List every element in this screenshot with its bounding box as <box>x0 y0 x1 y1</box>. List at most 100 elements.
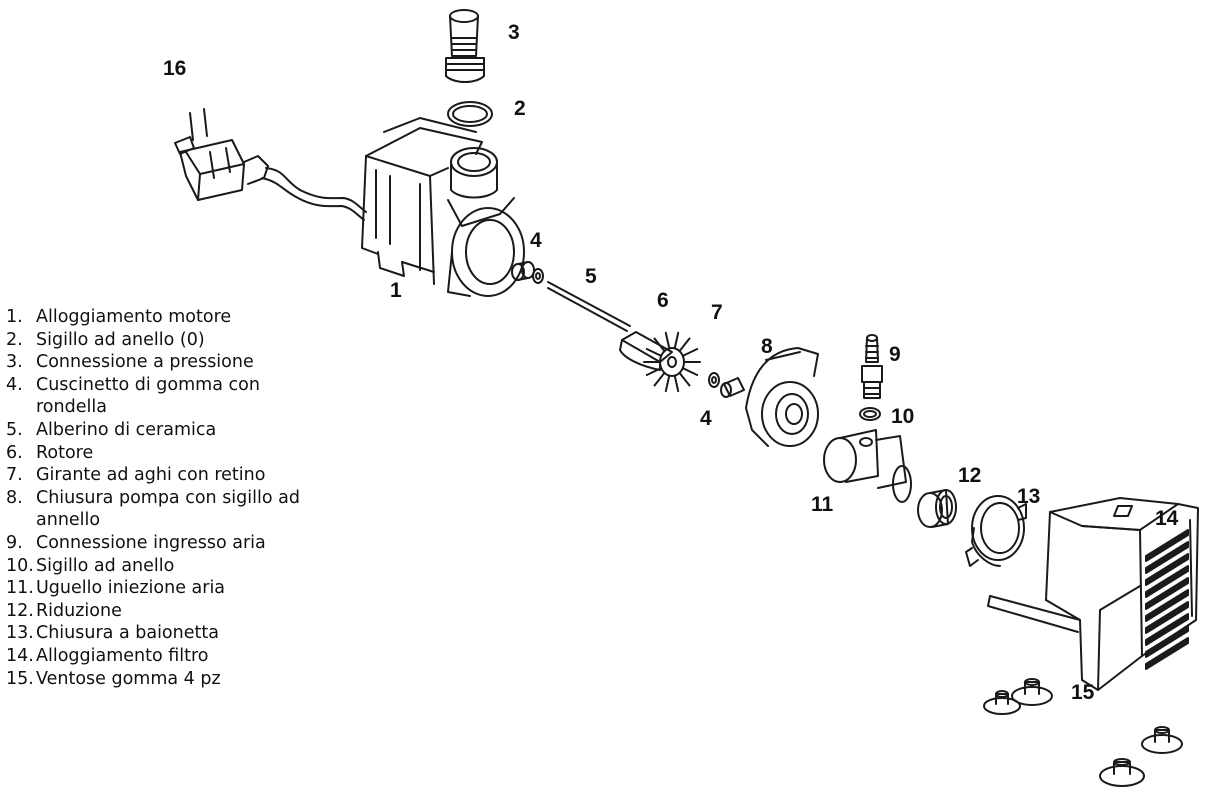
legend-item: 10.Sigillo ad anello <box>6 555 300 578</box>
filter-slot <box>1145 565 1189 598</box>
legend-text: Alloggiamento filtro <box>36 645 209 668</box>
o-ring-drawing <box>447 101 493 127</box>
impeller-blade <box>645 348 663 357</box>
legend-number: 13. <box>6 623 34 644</box>
impeller-blade <box>678 337 691 353</box>
pressure-connection-drawing <box>445 9 485 83</box>
filter-slot <box>1145 553 1189 586</box>
callout-2: 2 <box>514 97 526 120</box>
legend-item: 7. Girante ad aghi con retino <box>6 464 300 487</box>
impeller-blade <box>653 371 666 387</box>
impeller-blade <box>673 374 680 393</box>
callout-9: 9 <box>889 343 901 366</box>
legend-line: Connessione a pressione <box>36 352 254 373</box>
legend-number: 8. <box>6 487 23 508</box>
callout-7: 7 <box>711 301 723 324</box>
impeller-blade <box>678 371 691 387</box>
impeller-blade <box>681 348 699 357</box>
callout-6: 6 <box>657 289 669 312</box>
ceramic-shaft-drawing <box>547 281 631 332</box>
callout-12: 12 <box>958 464 982 487</box>
legend-number: 12. <box>6 600 34 621</box>
filter-slot <box>1145 577 1189 610</box>
legend-item: 1. Alloggiamento motore <box>6 306 300 329</box>
legend-line: Chiusura a baionetta <box>36 623 219 644</box>
legend-text: Sigillo ad anello (0) <box>36 329 205 352</box>
suction-cups-drawing <box>983 678 1183 787</box>
filter-slot <box>1145 637 1189 670</box>
power-plug-drawing <box>174 108 367 221</box>
reduction-drawing <box>917 489 957 528</box>
filter-slot <box>1145 625 1189 658</box>
legend-line: Alloggiamento motore <box>36 307 232 327</box>
legend-number: 2. <box>6 329 23 350</box>
legend-number: 5. <box>6 419 23 440</box>
legend-number: 9. <box>6 532 23 553</box>
legend-line: rondella <box>36 397 107 418</box>
filter-slot <box>1145 529 1189 562</box>
filter-housing-drawing <box>987 497 1199 691</box>
callout-8: 8 <box>761 335 773 358</box>
pump-closure-drawing <box>745 347 819 447</box>
impeller-blade <box>664 374 671 393</box>
small-seal-drawing <box>859 407 881 421</box>
legend-item: 14.Alloggiamento filtro <box>6 645 300 668</box>
filter-slot <box>1145 613 1189 646</box>
air-inlet-connection-drawing <box>861 334 883 399</box>
legend-number: 15. <box>6 668 34 689</box>
legend-text: Chiusura a baionetta <box>36 622 219 645</box>
legend-line: annello <box>36 510 101 531</box>
legend-line: Sigillo ad anello <box>36 555 175 576</box>
callout-11: 11 <box>811 493 834 516</box>
legend-item: 5. Alberino di ceramica <box>6 419 300 442</box>
rubber-bearing-2-drawing <box>708 372 745 398</box>
legend-item: 12.Riduzione <box>6 600 300 623</box>
legend-number: 1. <box>6 307 23 327</box>
filter-slot <box>1145 601 1189 634</box>
air-injection-nozzle-drawing <box>823 429 912 503</box>
legend-text: Alloggiamento motore <box>36 306 231 329</box>
bayonet-closure-drawing <box>965 495 1027 567</box>
callout-10: 10 <box>891 405 915 428</box>
callout-1: 1 <box>390 279 402 302</box>
legend-text: Riduzione <box>36 600 122 623</box>
legend-line: Uguello iniezione aria <box>36 578 226 599</box>
legend-number: 3. <box>6 352 23 373</box>
impeller-blade <box>664 331 671 350</box>
motor-housing-drawing <box>361 117 525 297</box>
filter-slot <box>1145 589 1189 622</box>
legend-text: Connessione a pressione <box>36 351 254 374</box>
legend-item: 13.Chiusura a baionetta <box>6 622 300 645</box>
callout-3: 3 <box>508 21 520 44</box>
callout-16: 16 <box>163 57 187 80</box>
callout-5: 5 <box>585 265 597 288</box>
legend-number: 10. <box>6 555 34 576</box>
rotor-impeller-drawing <box>619 331 701 393</box>
impeller-blade <box>673 331 680 350</box>
legend-number: 4. <box>6 374 23 395</box>
legend-line: Girante ad aghi con retino <box>36 465 266 486</box>
legend-line: Connessione ingresso aria <box>36 532 266 553</box>
filter-slot <box>1145 541 1189 574</box>
legend-line: Sigillo ad anello (0) <box>36 329 205 350</box>
legend-text: Girante ad aghi con retino <box>36 464 265 487</box>
legend-number: 7. <box>6 465 23 486</box>
callout-4-second: 4 <box>700 407 712 430</box>
legend-line: Ventose gomma 4 pz <box>36 668 221 689</box>
legend-line: Riduzione <box>36 600 122 621</box>
legend-number: 11. <box>6 578 34 599</box>
legend-text: Alberino di ceramica <box>36 419 216 442</box>
legend-item: 11.Uguello iniezione aria <box>6 577 300 600</box>
legend-item: 2. Sigillo ad anello (0) <box>6 329 300 352</box>
impeller-blade <box>653 337 666 353</box>
legend-text: Ventose gomma 4 pz <box>36 668 221 691</box>
legend-line: Rotore <box>36 442 94 463</box>
parts-legend: 1. Alloggiamento motore 2. Sigillo ad anel… <box>6 306 300 690</box>
legend-item: 6.Rotore <box>6 442 300 465</box>
